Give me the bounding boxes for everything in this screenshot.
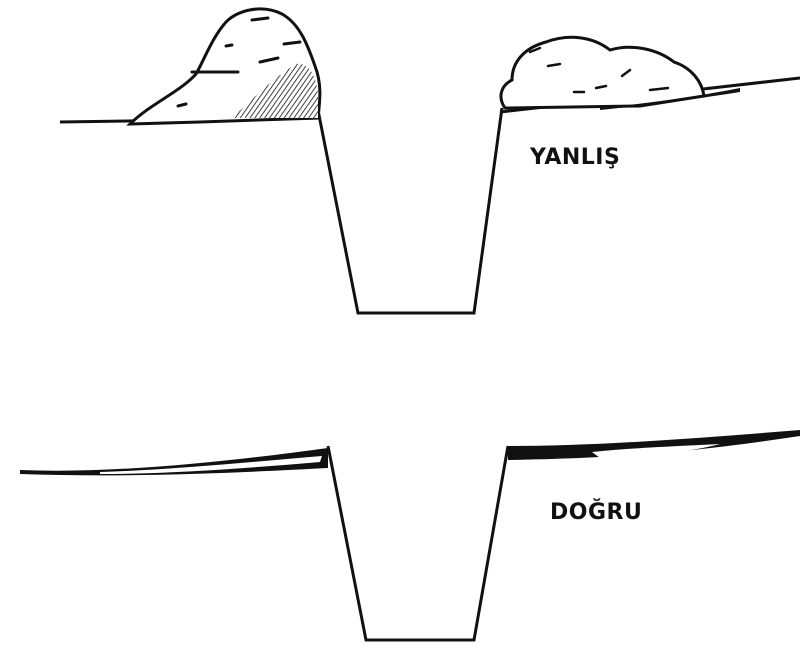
trench-outline xyxy=(316,107,504,315)
right-label: DOĞRU xyxy=(550,500,643,525)
spoil-pile-right-shade xyxy=(600,88,740,110)
graded-spoil-right xyxy=(508,430,800,460)
graded-spoil-right-gap xyxy=(592,444,720,458)
graded-spoil-left-gap xyxy=(100,456,322,474)
right-panel xyxy=(20,430,800,642)
trench-outline-bottom xyxy=(326,445,510,642)
graded-spoil-left xyxy=(20,448,328,476)
spoil-pile-right xyxy=(499,35,706,110)
wrong-label: YANLIŞ xyxy=(530,145,621,170)
spoil-pile-left-shade xyxy=(232,63,318,118)
wrong-panel xyxy=(59,7,800,315)
spoil-pile-right-texture xyxy=(528,46,670,94)
spoil-pile-left-texture xyxy=(176,16,302,108)
